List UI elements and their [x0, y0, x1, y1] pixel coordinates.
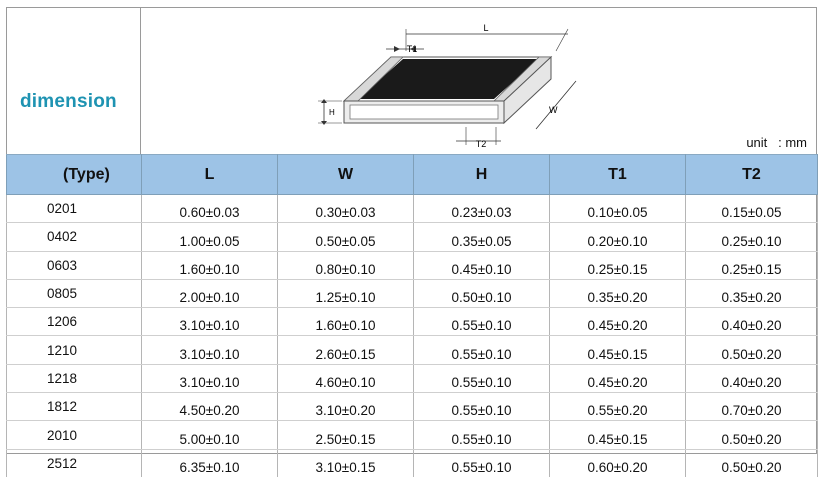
- h-label: H: [329, 108, 335, 117]
- l-ext-right: [555, 28, 569, 52]
- value-cell: 0.20±0.10: [549, 222, 686, 252]
- t2-label: T2: [476, 139, 487, 149]
- type-cell: 1210: [6, 335, 142, 365]
- value-cell: 6.35±0.10: [141, 449, 278, 477]
- type-cell: 0603: [6, 251, 142, 280]
- value-cell: 0.40±0.20: [685, 364, 818, 394]
- type-cell: 0402: [6, 222, 142, 252]
- value-cell: 0.60±0.03: [141, 194, 278, 224]
- value-cell: 0.25±0.10: [685, 222, 818, 252]
- value-cell: 0.55±0.10: [413, 335, 550, 365]
- column-header-w: W: [277, 154, 414, 195]
- unit-label: unit : mm: [746, 135, 807, 150]
- value-cell: 0.50±0.20: [685, 335, 818, 365]
- value-cell: 1.60±0.10: [141, 251, 278, 280]
- value-cell: 0.70±0.20: [685, 392, 818, 422]
- value-cell: 3.10±0.10: [141, 307, 278, 337]
- value-cell: 2.60±0.15: [277, 335, 414, 365]
- type-cell: 2010: [6, 420, 142, 450]
- t1-arrow-right: [410, 46, 416, 52]
- value-cell: 0.35±0.20: [685, 279, 818, 309]
- value-cell: 0.55±0.10: [413, 449, 550, 477]
- column-header-l: L: [141, 154, 278, 195]
- resistive-layer: [358, 59, 539, 99]
- label-cell: dimension: [6, 7, 141, 154]
- value-cell: 0.55±0.10: [413, 420, 550, 450]
- value-cell: 0.15±0.05: [685, 194, 818, 224]
- value-cell: 0.45±0.10: [413, 251, 550, 280]
- value-cell: 1.00±0.05: [141, 222, 278, 252]
- type-cell: 1812: [6, 392, 142, 422]
- value-cell: 3.10±0.15: [277, 449, 414, 477]
- column-header-t1: T1: [549, 154, 686, 195]
- column-header-t2: T2: [685, 154, 818, 195]
- value-cell: 1.25±0.10: [277, 279, 414, 309]
- value-cell: 4.60±0.10: [277, 364, 414, 394]
- value-cell: 0.25±0.15: [549, 251, 686, 280]
- w-label: W: [549, 105, 558, 115]
- value-cell: 0.60±0.20: [549, 449, 686, 477]
- value-cell: 2.50±0.15: [277, 420, 414, 450]
- value-cell: 0.55±0.10: [413, 364, 550, 394]
- value-cell: 0.25±0.15: [685, 251, 818, 280]
- value-cell: 4.50±0.20: [141, 392, 278, 422]
- resistor-dimension-diagram: L T1 H W T2: [318, 23, 577, 149]
- t1-arrow-left: [394, 46, 400, 52]
- l-label: L: [483, 23, 488, 33]
- value-cell: 0.40±0.20: [685, 307, 818, 337]
- type-cell: 0201: [6, 194, 142, 224]
- top-section: dimension L T1 H W: [6, 7, 817, 154]
- value-cell: 0.50±0.20: [685, 420, 818, 450]
- value-cell: 0.35±0.20: [549, 279, 686, 309]
- value-cell: 0.50±0.05: [277, 222, 414, 252]
- type-cell: 1206: [6, 307, 142, 337]
- value-cell: 0.35±0.05: [413, 222, 550, 252]
- column-header-h: H: [413, 154, 550, 195]
- value-cell: 3.10±0.10: [141, 364, 278, 394]
- value-cell: 0.50±0.20: [685, 449, 818, 477]
- table-header-row: (Type) L W H T1 T2: [6, 154, 818, 195]
- value-cell: 0.45±0.15: [549, 335, 686, 365]
- value-cell: 2.00±0.10: [141, 279, 278, 309]
- type-cell: 1218: [6, 364, 142, 394]
- value-cell: 0.55±0.10: [413, 392, 550, 422]
- column-header-type: (Type): [6, 154, 142, 195]
- type-cell: 2512: [6, 449, 142, 477]
- value-cell: 0.45±0.20: [549, 307, 686, 337]
- value-cell: 0.50±0.10: [413, 279, 550, 309]
- chip-front-inner: [349, 104, 499, 120]
- value-cell: 0.55±0.20: [549, 392, 686, 422]
- h-arrow-bottom: [321, 121, 327, 125]
- value-cell: 0.45±0.15: [549, 420, 686, 450]
- value-cell: 0.23±0.03: [413, 194, 550, 224]
- value-cell: 0.30±0.03: [277, 194, 414, 224]
- value-cell: 3.10±0.20: [277, 392, 414, 422]
- value-cell: 3.10±0.10: [141, 335, 278, 365]
- value-cell: 0.10±0.05: [549, 194, 686, 224]
- value-cell: 1.60±0.10: [277, 307, 414, 337]
- value-cell: 5.00±0.10: [141, 420, 278, 450]
- value-cell: 0.80±0.10: [277, 251, 414, 280]
- h-arrow-top: [321, 99, 327, 103]
- w-dim-line: [535, 80, 577, 130]
- value-cell: 0.45±0.20: [549, 364, 686, 394]
- value-cell: 0.55±0.10: [413, 307, 550, 337]
- t1-label: T1: [407, 44, 418, 54]
- dimension-title: dimension: [20, 91, 117, 112]
- type-cell: 0805: [6, 279, 142, 309]
